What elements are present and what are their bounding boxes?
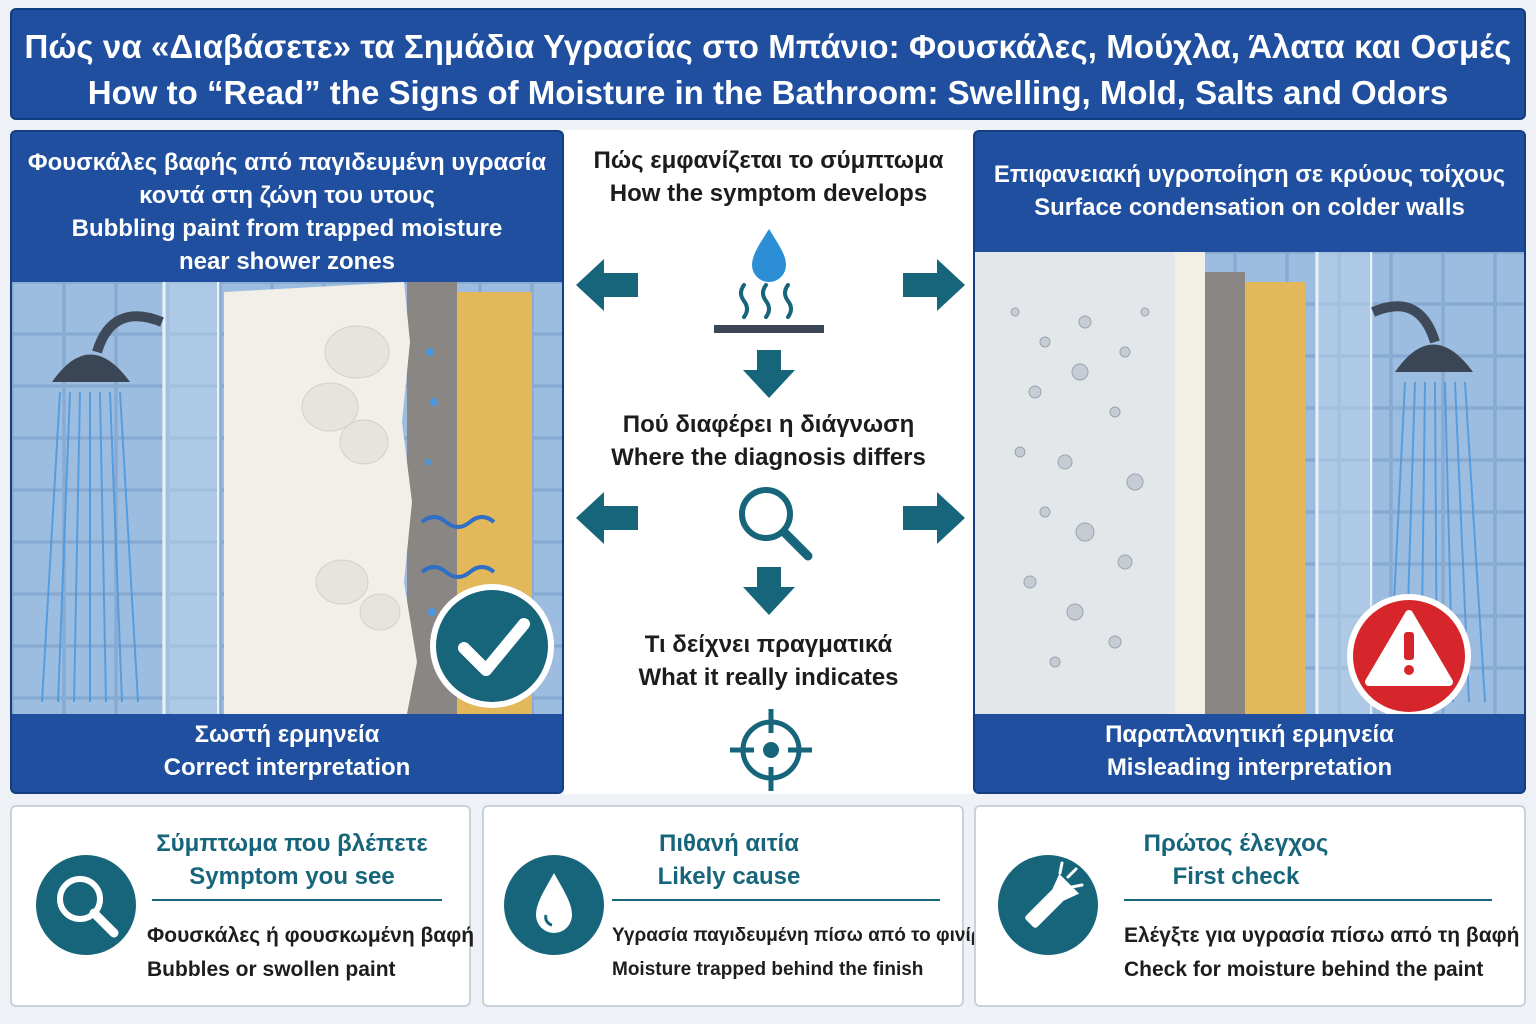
- water-drop-heat-icon: [714, 229, 824, 333]
- arrow-left-middle: [576, 492, 638, 544]
- card-cause-text: Υγρασία παγιδευμένη πίσω από το φινίρισμ…: [612, 925, 1025, 980]
- left-shower-scene: [12, 282, 562, 714]
- card-divider: [612, 899, 940, 901]
- card-cause: Πιθανή αιτία Likely cause Υγρασία παγιδε…: [482, 805, 1024, 1007]
- water-drop-icon: [504, 855, 604, 955]
- diagnosis-flow: Πώς εμφανίζεται το σύμπτωμα How the symp…: [564, 130, 973, 794]
- right-panel-title: Επιφανειακή υγροποίηση σε κρύους τοίχους…: [993, 161, 1506, 221]
- magnifier-icon: [739, 487, 813, 561]
- left-panel-bubbling-paint: Φουσκάλες βαφής από παγιδευμένη υγρασία …: [10, 130, 564, 794]
- checkmark-icon: [430, 584, 554, 708]
- flashlight-icon: [998, 855, 1098, 955]
- arrow-down-1: [743, 350, 795, 398]
- card-first-check-title: Πρώτος έλεγχος First check: [1143, 830, 1329, 890]
- arrow-left-top: [576, 259, 638, 311]
- target-icon: [730, 709, 812, 791]
- right-panel-condensation: Επιφανειακή υγροποίηση σε κρύους τοίχους…: [973, 130, 1526, 794]
- flow-step-1: Πώς εμφανίζεται το σύμπτωμα How the symp…: [593, 147, 944, 207]
- title-english: How to “Read” the Signs of Moisture in t…: [87, 74, 1449, 111]
- arrow-down-2: [743, 567, 795, 615]
- arrow-right-middle: [903, 492, 965, 544]
- bubbling-wall-illustration: [12, 282, 562, 714]
- flow-step-2: Πού διαφέρει η διάγνωση Where the diagno…: [611, 411, 926, 471]
- card-first-check: Πρώτος έλεγχος First check Ελέγξτε για υ…: [974, 805, 1526, 1007]
- magnifier-icon: [36, 855, 136, 955]
- card-divider: [152, 899, 442, 901]
- title-greek: Πώς να «Διαβάσετε» τα Σημάδια Υγρασίας σ…: [24, 28, 1512, 65]
- flow-step-3: Τι δείχνει πραγματικά What it really ind…: [638, 631, 899, 691]
- warning-icon: [1347, 594, 1471, 718]
- arrow-right-top: [903, 259, 965, 311]
- card-symptom-title: Σύμπτωμα που βλέπετε Symptom you see: [156, 830, 428, 890]
- condensation-wall-illustration: [975, 252, 1524, 718]
- card-divider: [1124, 899, 1492, 901]
- right-panel-verdict: Παραπλανητική ερμηνεία Misleading interp…: [1105, 721, 1394, 781]
- card-symptom-text: Φουσκάλες ή φουσκωμένη βαφή Bubbles or s…: [147, 924, 475, 981]
- left-panel-title: Φουσκάλες βαφής από παγιδευμένη υγρασία …: [27, 149, 547, 275]
- card-symptom: Σύμπτωμα που βλέπετε Symptom you see Φου…: [10, 805, 475, 1007]
- right-shower-scene: [975, 252, 1524, 718]
- left-panel-verdict: Σωστή ερμηνεία Correct interpretation: [163, 721, 411, 781]
- header-banner: Πώς να «Διαβάσετε» τα Σημάδια Υγρασίας σ…: [10, 8, 1526, 120]
- card-first-check-text: Ελέγξτε για υγρασία πίσω από τη βαφή Che…: [1124, 924, 1520, 981]
- card-cause-title: Πιθανή αιτία Likely cause: [657, 830, 801, 890]
